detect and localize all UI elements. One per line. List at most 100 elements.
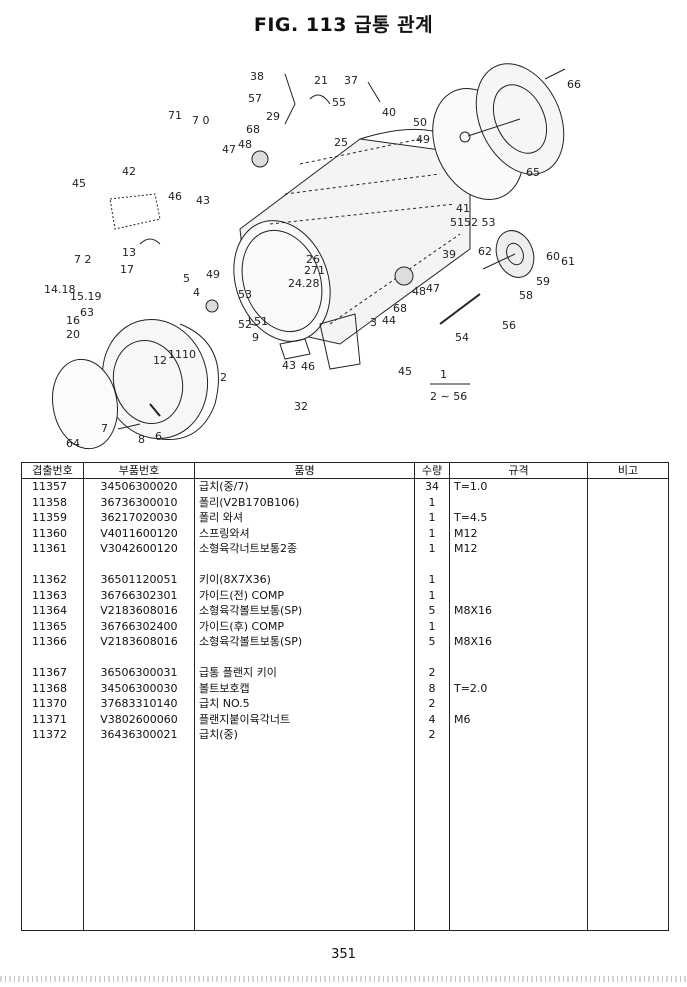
callout-70: 7 0 bbox=[192, 114, 210, 127]
callout-24-28: 24.28 bbox=[288, 277, 320, 290]
callout-2-to-56: 2 ∼ 56 bbox=[430, 390, 467, 403]
callout-51: 51 bbox=[254, 315, 268, 328]
callout-54: 54 bbox=[455, 331, 469, 344]
table-empty-space bbox=[21, 742, 669, 931]
cell-note bbox=[587, 478, 669, 495]
cell-part-name: 급치(중) bbox=[194, 727, 415, 743]
cell-spec: M12 bbox=[449, 525, 588, 541]
cell-part-number: 36766302400 bbox=[83, 618, 195, 634]
cell-spec bbox=[449, 649, 588, 665]
pulley bbox=[482, 230, 535, 278]
cell-note bbox=[587, 727, 669, 743]
callout-43-bottom: 43 bbox=[282, 359, 296, 372]
cell-note bbox=[587, 696, 669, 712]
callout-66: 66 bbox=[567, 78, 581, 91]
callout-48-mid: 48 bbox=[412, 285, 426, 298]
callout-46-left: 46 bbox=[168, 190, 182, 203]
cell-spec bbox=[449, 572, 588, 588]
cell-item-number bbox=[21, 649, 84, 665]
cell-note bbox=[587, 680, 669, 696]
cell-quantity: 1 bbox=[414, 572, 450, 588]
callout-47-top: 47 bbox=[222, 143, 236, 156]
callout-29: 29 bbox=[266, 110, 280, 123]
cell-quantity bbox=[414, 556, 450, 572]
cell-note bbox=[587, 634, 669, 650]
page-number: 351 bbox=[331, 947, 356, 962]
exploded-view-diagram: 38 57 29 21 37 55 40 66 71 7 0 68 48 47 … bbox=[44, 63, 581, 450]
cell-quantity: 1 bbox=[414, 618, 450, 634]
cell-quantity: 2 bbox=[414, 665, 450, 681]
callout-12: 12 bbox=[153, 354, 167, 367]
header-spec: 규격 bbox=[449, 462, 588, 479]
cell-item-number: 11365 bbox=[21, 618, 84, 634]
callout-9: 9 bbox=[252, 331, 259, 344]
cell-spec: T=4.5 bbox=[449, 510, 588, 526]
cell-item-number: 11362 bbox=[21, 572, 84, 588]
cell-item-number: 11371 bbox=[21, 711, 84, 727]
callout-13: 13 bbox=[122, 246, 136, 259]
callout-32: 32 bbox=[294, 400, 308, 413]
cell-part-name: 플랜지붙이육각너트 bbox=[194, 711, 415, 727]
callout-14-18: 14.18 bbox=[44, 283, 76, 296]
callout-44: 44 bbox=[382, 314, 396, 327]
cell-part-name: 볼트보호캡 bbox=[194, 680, 415, 696]
cell-quantity: 1 bbox=[414, 541, 450, 557]
scan-edge bbox=[0, 976, 687, 982]
callout-15-19: 15.19 bbox=[70, 290, 102, 303]
cell-spec: M8X16 bbox=[449, 603, 588, 619]
cell-item-number: 11367 bbox=[21, 665, 84, 681]
table-row bbox=[21, 649, 669, 665]
callout-41: 41 bbox=[456, 202, 470, 215]
callout-48-top: 48 bbox=[238, 138, 252, 151]
cell-part-number: V3802600060 bbox=[83, 711, 195, 727]
cell-spec: T=2.0 bbox=[449, 680, 588, 696]
cell-part-number bbox=[83, 649, 195, 665]
cell-quantity: 1 bbox=[414, 587, 450, 603]
callout-49-top: 49 bbox=[416, 133, 430, 146]
cell-part-number: V2183608016 bbox=[83, 603, 195, 619]
callout-5: 5 bbox=[183, 272, 190, 285]
callout-271: 271 bbox=[304, 264, 325, 277]
cell-part-name: 소형육각볼트보통(SP) bbox=[194, 634, 415, 650]
cell-part-number: 36217020030 bbox=[83, 510, 195, 526]
cell-item-number: 11368 bbox=[21, 680, 84, 696]
cell-spec bbox=[449, 587, 588, 603]
cell-spec bbox=[449, 618, 588, 634]
rear-flange bbox=[432, 63, 565, 200]
cell-spec: M6 bbox=[449, 711, 588, 727]
callout-58: 58 bbox=[519, 289, 533, 302]
callout-38: 38 bbox=[250, 70, 264, 83]
cell-item-number: 11359 bbox=[21, 510, 84, 526]
cell-note bbox=[587, 618, 669, 634]
callout-68-mid: 68 bbox=[393, 302, 407, 315]
cell-part-name: 급통 플랜지 키이 bbox=[194, 665, 415, 681]
cell-part-name: 스프링와셔 bbox=[194, 525, 415, 541]
cell-note bbox=[587, 649, 669, 665]
cell-spec bbox=[449, 696, 588, 712]
callout-labels: 38 57 29 21 37 55 40 66 71 7 0 68 48 47 … bbox=[44, 70, 581, 450]
cell-quantity: 8 bbox=[414, 680, 450, 696]
callout-64: 64 bbox=[66, 437, 80, 450]
cell-item-number bbox=[21, 556, 84, 572]
callout-49-mid: 49 bbox=[206, 268, 220, 281]
cell-part-number: V2183608016 bbox=[83, 634, 195, 650]
cell-note bbox=[587, 665, 669, 681]
callout-45-bottom: 45 bbox=[398, 365, 412, 378]
small-parts bbox=[109, 68, 566, 430]
cell-part-number: 37683310140 bbox=[83, 696, 195, 712]
cell-part-number: 34506300020 bbox=[83, 478, 195, 495]
cell-quantity: 1 bbox=[414, 510, 450, 526]
cell-part-number: V3042600120 bbox=[83, 541, 195, 557]
callout-5152-53: 5152 53 bbox=[450, 216, 496, 229]
cell-spec bbox=[449, 556, 588, 572]
callout-43-left: 43 bbox=[196, 194, 210, 207]
cell-part-name: 가이드(후) COMP bbox=[194, 618, 415, 634]
